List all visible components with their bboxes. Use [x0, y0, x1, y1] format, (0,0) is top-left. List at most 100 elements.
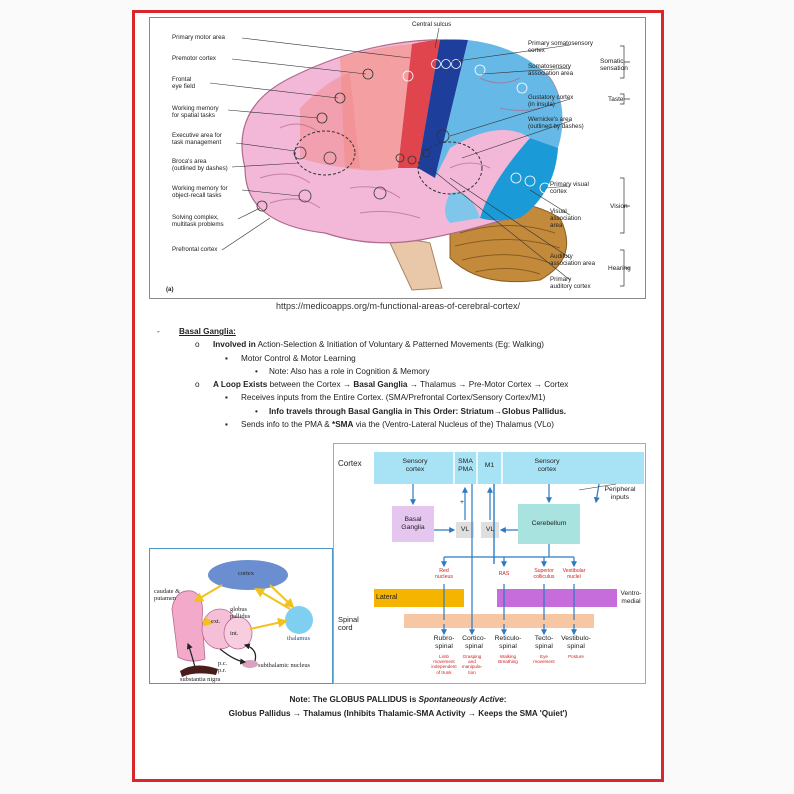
group-hearing: Hearing: [608, 265, 631, 272]
circuit-int-label: int.: [230, 630, 239, 637]
note-involved-bold: Involved in: [213, 340, 256, 350]
circuit-ext-label: ext.: [211, 618, 221, 625]
cortex-ellipse: [208, 560, 288, 590]
primary-motor-region: [398, 40, 440, 168]
thalamus-circle: [285, 606, 313, 634]
motor-sma-pma: SMA PMA: [458, 458, 473, 473]
label-primary-visual-cortex: Primary visual cortex: [550, 181, 589, 195]
label-executive-area: Executive area for task management: [172, 132, 222, 146]
label-brocas-area: Broca's area (outlined by dashes): [172, 158, 228, 172]
circuit-thalamus-label: thalamus: [287, 635, 311, 642]
label-prefrontal-cortex: Prefrontal cortex: [172, 246, 218, 253]
note-loop-bold: A Loop Exists: [213, 380, 268, 390]
motor-peripheral-inputs: Peripheral inputs: [604, 486, 636, 501]
motor-pathways-diagram: Cortex Sensory cortex SMA PMA M1 Sensory…: [333, 443, 646, 684]
caudate-putamen-shape: [171, 590, 206, 662]
motor-nucleus-red: Red nucleus: [435, 568, 453, 580]
motor-tract-reticulospinal: Reticulo- spinal: [494, 635, 522, 650]
note-involved-text: Action-Selection & Initiation of Volunta…: [255, 340, 544, 350]
note-sends-info1: Sends info to the PMA &: [241, 420, 333, 430]
note-loop-bold2: Basal Ganglia: [353, 380, 408, 390]
motor-spinal-cord-label: Spinal cord: [338, 615, 359, 632]
motor-tract-tectospinal: Tecto- spinal: [534, 635, 554, 650]
footer-note-a: Note: The GLOBUS PALLIDUS is: [289, 695, 419, 704]
note-receives-inputs: Receives inputs from the Entire Cortex. …: [241, 393, 546, 403]
note-sends-info2: via the (Ventro-Lateral Nucleus of the) …: [353, 420, 554, 430]
somatosensory-region: [418, 39, 468, 178]
motor-m1: M1: [484, 462, 495, 469]
sensory-association-region: [435, 40, 563, 178]
premotor-region: [340, 44, 412, 171]
group-somatic-sensation: Somatic sensation: [600, 58, 628, 72]
label-visual-association: Visual association area: [550, 208, 581, 229]
bullet-dot: •: [255, 366, 258, 376]
label-primary-motor-area: Primary motor area: [172, 34, 225, 41]
footer-note-c: :: [503, 695, 507, 704]
label-working-memory-object: Working memory for object-recall tasks: [172, 185, 228, 199]
motor-cortex-label: Cortex: [338, 459, 362, 468]
motor-nucleus-superior-colliculus: Superior colliculus: [533, 568, 555, 580]
visual-cortex-region: [480, 138, 558, 221]
motor-ventromedial-label: Ventro- medial: [620, 590, 642, 605]
motor-function-posture: Posture: [568, 654, 584, 659]
motor-nucleus-vestibular: Vestibular nuclei: [562, 568, 586, 580]
circuit-illustration: [171, 560, 313, 677]
brainstem-shape: [389, 240, 443, 291]
label-central-sulcus: Central sulcus: [412, 21, 452, 28]
circuit-nigra-label: substantia nigra: [180, 676, 221, 683]
note-loop-text2: → Thalamus → Pre-Motor Cortex → Cortex: [407, 380, 569, 390]
circuit-pr-label: p.r.: [218, 667, 227, 674]
circuit-globus-label: globus pallidus: [230, 606, 251, 620]
motor-tract-corticospinal: Cortico- spinal: [462, 635, 486, 650]
motor-function-grasping: Grasping and manipula- tion: [461, 654, 483, 675]
bullet-o: o: [195, 380, 200, 390]
label-solving-complex: Solving complex, multitask problems: [172, 214, 224, 228]
panel-letter: (a): [166, 286, 174, 293]
label-somatosensory-association: Somatosensory association area: [528, 63, 574, 77]
bullet-square: ▪: [225, 353, 228, 363]
cerebral-cortex-figure: Primary motor area Premotor cortex Front…: [149, 17, 646, 299]
note-motor-control: Motor Control & Motor Learning: [241, 353, 356, 363]
footer-note-b: Spontaneously Active: [418, 695, 504, 704]
bullet-dash: -: [157, 327, 160, 336]
motor-tract-vestibulospinal: Vestibulo- spinal: [561, 635, 591, 650]
group-vision: Vision: [610, 203, 628, 210]
motor-function-walking: Walking Breathing: [498, 654, 518, 665]
motor-cerebellum: Cerebellum: [531, 520, 567, 527]
bullet-o: o: [195, 340, 200, 350]
bullet-square: ▪: [225, 393, 228, 403]
globus-pallidus-int: [223, 616, 253, 650]
circuit-pc-label: p.c.: [218, 660, 228, 667]
bullet-dot: •: [255, 406, 258, 416]
motor-sensory-left: Sensory cortex: [402, 458, 428, 473]
motor-plus-sign: +: [460, 499, 464, 506]
motor-lateral-label: Lateral: [376, 594, 398, 601]
motor-function-eye: Eye movement: [533, 654, 555, 665]
basal-ganglia-circuit-diagram: cortex caudate & putamen globus pallidus…: [149, 548, 333, 684]
motor-sensory-right: Sensory cortex: [534, 458, 560, 473]
label-working-memory-spatial: Working memory for spatial tasks: [172, 105, 219, 119]
substantia-nigra-shape: [180, 665, 218, 677]
motor-nucleus-ras: RAS: [498, 571, 510, 577]
footer-note-line2: Globus Pallidus → Thalamus (Inhibits Tha…: [228, 709, 568, 718]
note-cognition: Note: Also has a role in Cognition & Mem…: [269, 366, 430, 376]
bullet-square: ▪: [225, 420, 228, 430]
group-taste: Taste: [608, 96, 624, 103]
motor-diagram-graphics: [374, 452, 644, 636]
label-auditory-association: Auditory association area: [550, 253, 596, 267]
motor-function-limb: Limb movement independent of trunk: [431, 654, 457, 675]
label-wernickes-area: Wernicke's area (outlined by dashes): [528, 116, 584, 130]
motor-vl-2: VL: [485, 526, 495, 533]
motor-vl-1: VL: [460, 526, 470, 533]
subthalamic-ellipse: [242, 660, 258, 668]
circuit-cortex-label: cortex: [238, 570, 254, 577]
circuit-caudate-label: caudate & putamen: [154, 588, 181, 602]
label-gustatory-cortex: Gustatory cortex (in insula): [528, 94, 574, 108]
circuit-subthalamic-label: subthalamic nucleus: [258, 662, 310, 669]
document-page: Primary motor area Premotor cortex Front…: [132, 10, 664, 782]
heading-basal-ganglia: Basal Ganglia:: [179, 327, 236, 336]
motor-basal-ganglia: Basal Ganglia: [401, 516, 425, 531]
motor-tract-rubrospinal: Rubro- spinal: [433, 635, 455, 650]
footer-note-line1: Note: The GLOBUS PALLIDUS is Spontaneous…: [135, 695, 661, 704]
source-url[interactable]: https://medicoapps.org/m-functional-area…: [275, 301, 521, 311]
